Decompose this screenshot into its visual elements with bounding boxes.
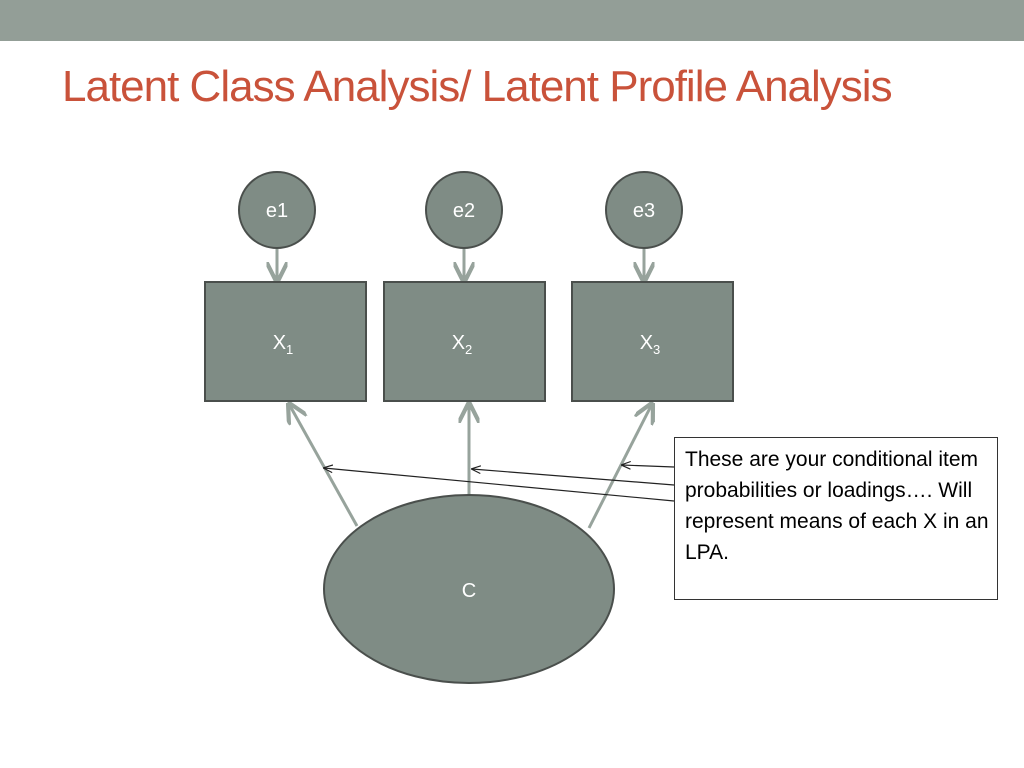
node-e1-label: e1	[266, 200, 288, 222]
callout-pointer-x1-path	[324, 468, 675, 502]
node-x3-label: X3	[640, 332, 661, 357]
node-e2-label: e2	[453, 200, 475, 222]
callout-pointer-x3-path	[622, 465, 675, 467]
arrow-c-x1	[289, 404, 359, 527]
arrow-c-x3	[587, 404, 652, 529]
callout-pointer-x2-path	[472, 469, 675, 486]
node-e1: e1	[238, 171, 316, 249]
node-x3: X3	[571, 281, 734, 402]
node-e3: e3	[605, 171, 683, 249]
header-bar	[0, 0, 1024, 41]
node-x1: X1	[204, 281, 367, 402]
node-x2: X2	[383, 281, 546, 402]
callout-box: These are your conditional item probabil…	[674, 437, 998, 600]
node-x2-label: X2	[452, 332, 473, 357]
node-e2: e2	[425, 171, 503, 249]
node-c: C	[323, 494, 615, 684]
node-e3-label: e3	[633, 200, 655, 222]
slide-title: Latent Class Analysis/ Latent Profile An…	[62, 62, 893, 111]
node-c-label: C	[462, 580, 476, 602]
node-x1-label: X1	[273, 332, 294, 357]
